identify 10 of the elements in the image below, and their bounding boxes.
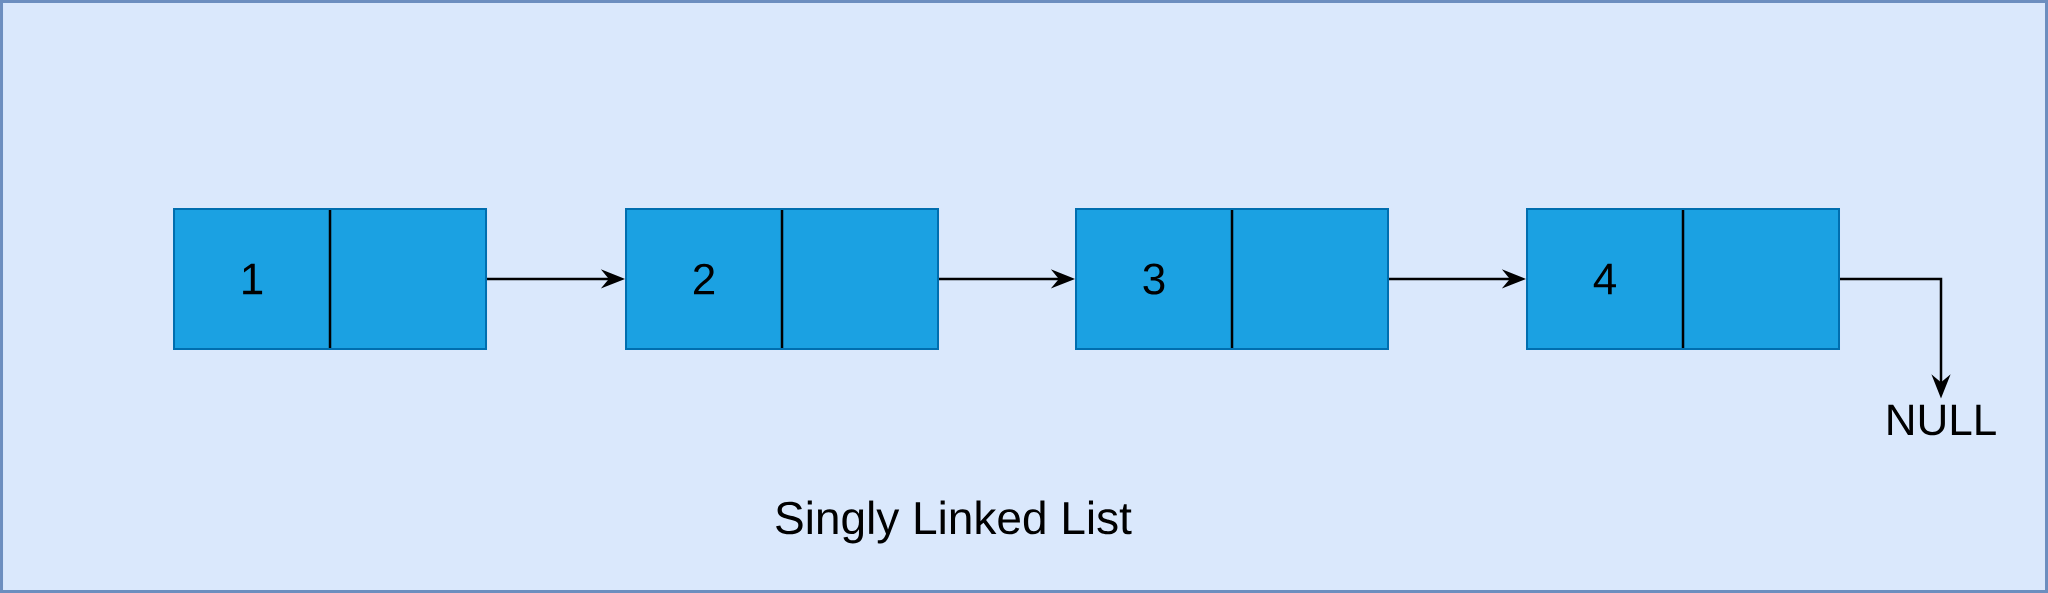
pointer-cell bbox=[329, 208, 487, 350]
data-cell: 1 bbox=[173, 208, 331, 350]
data-cell: 3 bbox=[1075, 208, 1233, 350]
title: Singly Linked List bbox=[776, 500, 1132, 544]
null-label: NULL bbox=[1888, 404, 1996, 436]
pointer-cell bbox=[1682, 208, 1840, 350]
pointer-cell bbox=[1231, 208, 1389, 350]
data-cell: 2 bbox=[625, 208, 783, 350]
data-cell: 4 bbox=[1526, 208, 1684, 350]
pointer-cell bbox=[781, 208, 939, 350]
